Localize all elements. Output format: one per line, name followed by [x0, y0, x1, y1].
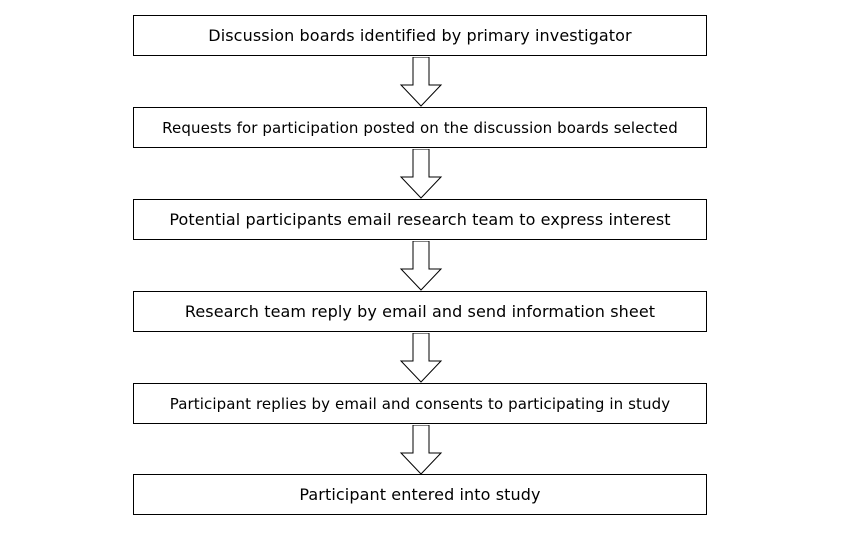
step-6-label: Participant entered into study	[299, 485, 541, 504]
step-3-label: Potential participants email research te…	[169, 210, 671, 229]
step-1-label: Discussion boards identified by primary …	[208, 26, 632, 45]
step-4-label: Research team reply by email and send in…	[184, 302, 656, 321]
step-6-box: Participant entered into study	[133, 474, 707, 515]
step-5-box: Participant replies by email and consent…	[133, 383, 707, 424]
step-3-box: Potential participants email research te…	[133, 199, 707, 240]
step-2-label: Requests for participation posted on the…	[162, 118, 678, 137]
down-arrow-icon	[399, 333, 443, 383]
down-arrow-icon	[399, 241, 443, 291]
step-1-box: Discussion boards identified by primary …	[133, 15, 707, 56]
down-arrow-icon	[399, 57, 443, 107]
down-arrow-icon	[399, 149, 443, 199]
step-2-box: Requests for participation posted on the…	[133, 107, 707, 148]
step-5-label: Participant replies by email and consent…	[169, 394, 671, 413]
down-arrow-icon	[399, 425, 443, 475]
step-4-box: Research team reply by email and send in…	[133, 291, 707, 332]
